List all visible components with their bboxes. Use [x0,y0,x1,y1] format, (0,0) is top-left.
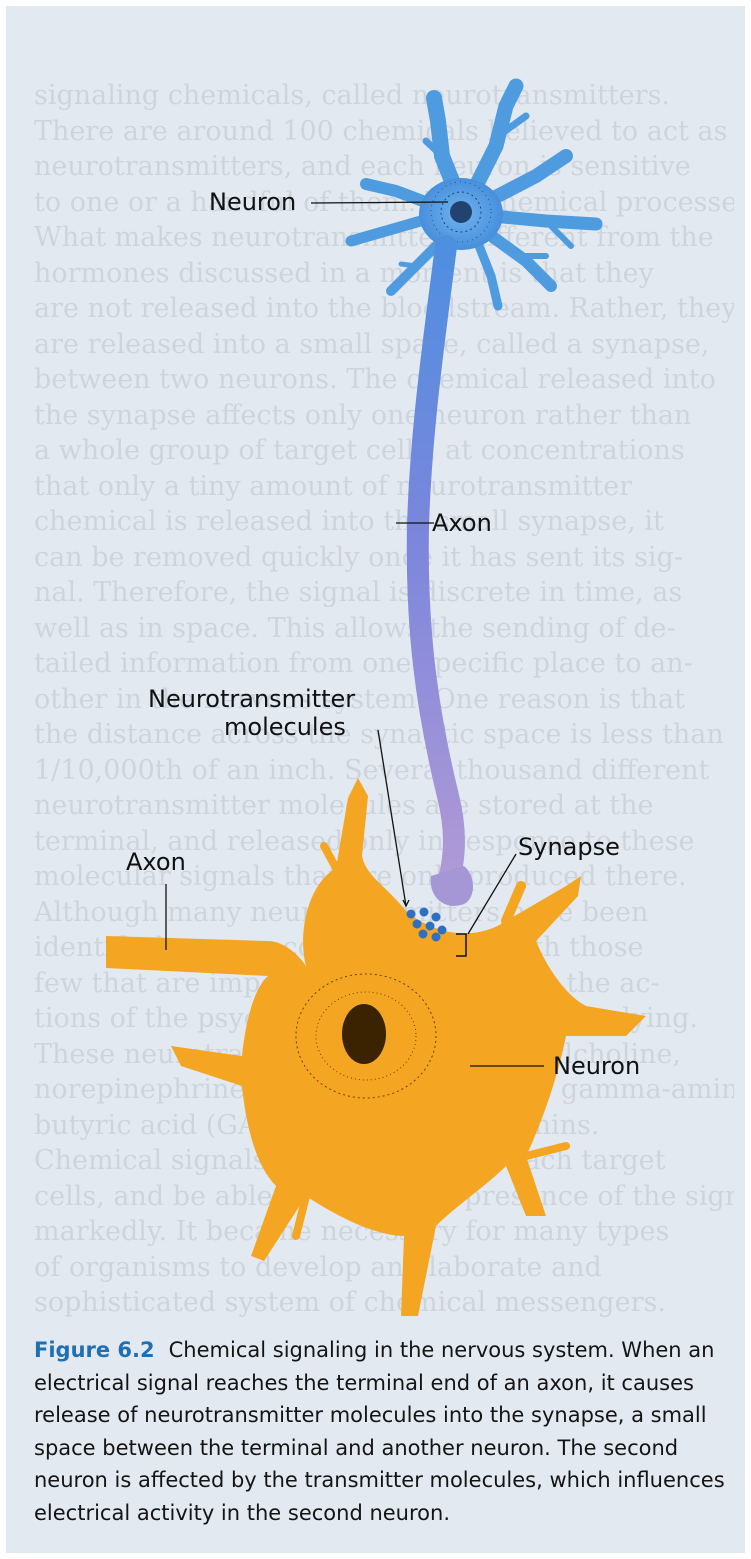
label-neuron-bottom: Neuron [553,1052,640,1080]
axon [418,246,454,888]
label-neurotransmitter-line2: molecules [224,713,355,741]
neuron-diagram [6,6,745,1326]
axon-terminal [431,866,473,906]
figure-number: Figure 6.2 [34,1338,155,1362]
page-background: signaling chemicals, called neurotransmi… [6,6,745,1553]
caption-text: Chemical signaling in the nervous system… [34,1338,725,1525]
label-neuron-top: Neuron [209,188,296,216]
label-neurotransmitter: Neurotransmitter molecules [148,685,355,741]
label-axon-left: Axon [126,848,186,876]
label-axon-top: Axon [432,509,492,537]
top-neuron [351,86,596,306]
label-neurotransmitter-line1: Neurotransmitter [148,685,355,713]
label-synapse: Synapse [518,833,620,861]
